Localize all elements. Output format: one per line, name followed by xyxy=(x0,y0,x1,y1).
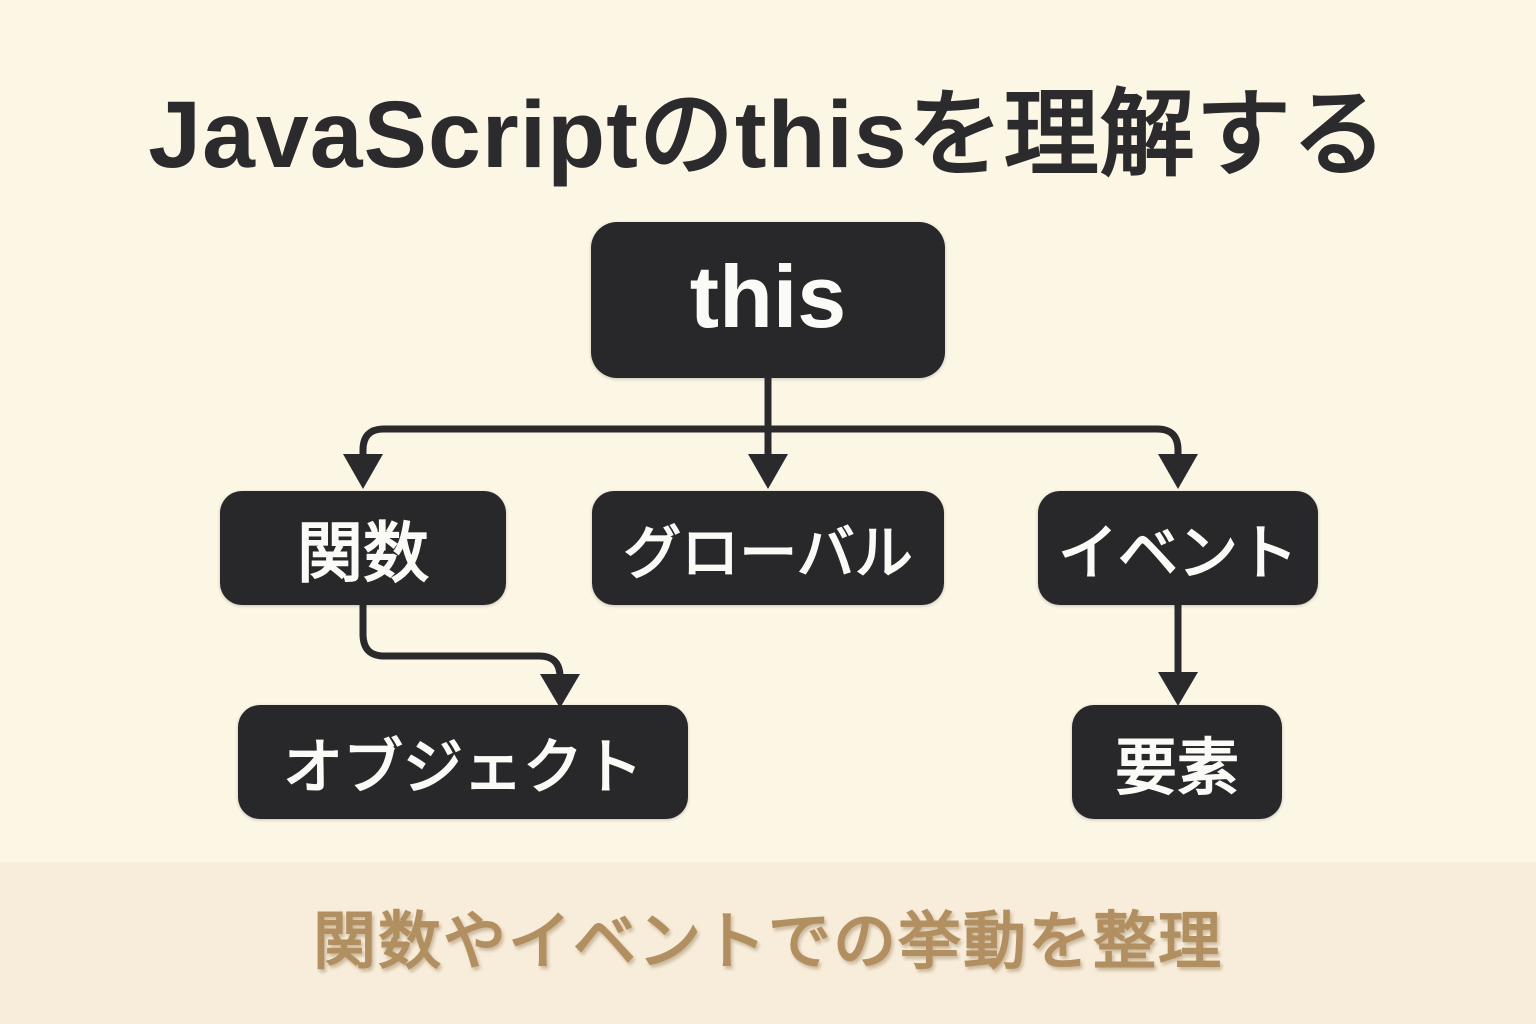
node-event: イベント xyxy=(1038,491,1318,605)
node-element: 要素 xyxy=(1072,705,1282,819)
edge-function-object xyxy=(359,604,564,678)
edge-this-branches xyxy=(359,425,1182,460)
arrowhead-object xyxy=(540,674,580,708)
page-title: JavaScriptのthisを理解する xyxy=(148,82,1388,188)
arrowhead-element xyxy=(1158,672,1198,706)
arrowhead-right xyxy=(1158,454,1198,489)
node-object: オブジェクト xyxy=(238,705,688,819)
footer-caption: 関数やイベントでの挙動を整理 xyxy=(313,906,1223,977)
node-global: グローバル xyxy=(592,491,944,605)
footer-band: 関数やイベントでの挙動を整理 xyxy=(0,862,1536,1024)
node-function: 関数 xyxy=(220,491,506,605)
arrowhead-center xyxy=(748,454,788,489)
arrowhead-left xyxy=(343,454,383,489)
node-this: this xyxy=(591,222,945,378)
